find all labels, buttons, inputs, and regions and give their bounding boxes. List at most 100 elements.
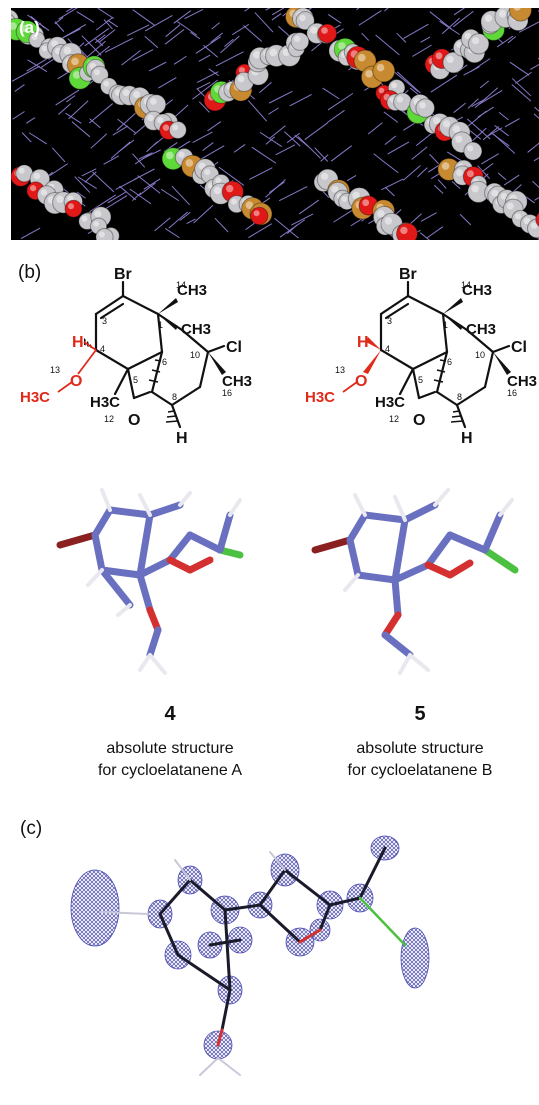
lattice-line [121, 49, 141, 66]
lattice-line [453, 8, 466, 16]
sphere-highlight [433, 117, 441, 125]
sphere-highlight [466, 170, 474, 178]
lattice-line [110, 141, 131, 159]
lattice-line [143, 178, 161, 190]
sphere-highlight [71, 57, 79, 66]
lattice-line [411, 146, 428, 160]
lattice-line [387, 141, 410, 155]
oxygen-sphere [64, 199, 83, 218]
atom-cl: Cl [511, 339, 527, 356]
lattice-line [12, 111, 25, 120]
sphere-highlight [33, 172, 41, 180]
lattice-line [55, 89, 80, 106]
lattice-line [375, 34, 400, 56]
carbon-sphere [295, 11, 315, 31]
carbon-sphere [168, 121, 187, 139]
lattice-line [271, 8, 285, 16]
sphere-highlight [471, 185, 479, 193]
lattice-line [490, 132, 510, 147]
atom-ch3-right: CH3 [222, 373, 252, 390]
lattice-line [198, 145, 225, 162]
lattice-line [361, 32, 370, 41]
locant-12: 12 [104, 414, 114, 424]
lattice-line [77, 176, 97, 189]
lattice-line [208, 68, 220, 77]
sphere-highlight [226, 184, 234, 193]
lattice-line [210, 32, 223, 43]
lattice-line [89, 118, 101, 129]
lattice-line [429, 153, 439, 165]
sphere-highlight [238, 67, 245, 74]
sphere-highlight [400, 226, 408, 235]
sphere-highlight [122, 89, 130, 97]
sphere-highlight [237, 75, 245, 83]
lattice-line [459, 213, 472, 226]
locant-16: 16 [507, 388, 517, 398]
lattice-line [511, 78, 532, 97]
atom-h-left: H [72, 334, 84, 351]
caption-compound-4: 4 absolute structure for cycloelatanene … [50, 703, 290, 782]
atom-ch3-mid: CH3 [181, 321, 211, 338]
lattice-line [478, 89, 503, 105]
lattice-line [471, 98, 487, 107]
lattice-line [74, 176, 91, 193]
lattice-line [148, 61, 167, 72]
lattice-line [243, 25, 263, 42]
bromine-sphere [372, 59, 396, 83]
lattice-line [54, 21, 65, 32]
lattice-line [426, 226, 444, 239]
sphere-highlight [321, 27, 328, 34]
locant-6: 6 [447, 357, 452, 367]
lattice-line [534, 196, 539, 201]
lattice-line [494, 125, 509, 137]
lattice-line [330, 145, 352, 162]
lattice-line [419, 232, 430, 240]
lattice-line [115, 177, 138, 190]
lattice-line [173, 55, 187, 65]
lattice-line [367, 122, 383, 135]
lattice-line [420, 36, 431, 43]
lattice-line [417, 167, 428, 178]
atom-h3c-methoxy: H3C [305, 389, 335, 406]
sphere-highlight [81, 215, 88, 222]
sphere-highlight [11, 22, 17, 30]
sphere-highlight [384, 217, 393, 225]
locant-5: 5 [133, 375, 138, 385]
lattice-line [215, 51, 244, 67]
atom-o-ring: O [128, 412, 140, 429]
lattice-line [509, 61, 530, 76]
sphere-highlight [93, 221, 99, 227]
crystal-packing-figure [11, 8, 539, 240]
lattice-line [477, 165, 491, 180]
lattice-line [232, 23, 250, 36]
sphere-highlight [358, 53, 366, 62]
lattice-line [76, 191, 86, 199]
sphere-highlight [446, 55, 454, 64]
panel-a-label: (a) [19, 18, 40, 37]
sphere-highlight [98, 231, 105, 238]
sphere-highlight [530, 222, 538, 229]
lattice-line [504, 118, 520, 128]
lattice-line [127, 24, 150, 36]
sphere-highlight [331, 185, 339, 193]
lattice-line [14, 84, 25, 92]
lattice-line [496, 35, 514, 48]
lattice-line [358, 10, 382, 26]
lattice-line [26, 117, 36, 124]
carbon-sphere [95, 228, 114, 240]
lattice-line [211, 22, 220, 30]
crystal-packing-image: (a) [11, 8, 539, 240]
sphere-highlight [294, 35, 301, 42]
lattice-line [196, 81, 211, 90]
sphere-highlight [51, 40, 59, 48]
atom-h-bottom: H [176, 430, 188, 447]
sphere-highlight [491, 189, 499, 197]
atom-ch3-top: CH3 [462, 282, 492, 299]
sphere-highlight [172, 124, 179, 131]
lattice-line [132, 49, 154, 61]
lattice-line [286, 224, 298, 234]
lattice-line [137, 175, 161, 194]
lattice-line [95, 16, 114, 31]
sphere-highlight [464, 32, 472, 40]
oxygen-sphere [535, 212, 539, 227]
